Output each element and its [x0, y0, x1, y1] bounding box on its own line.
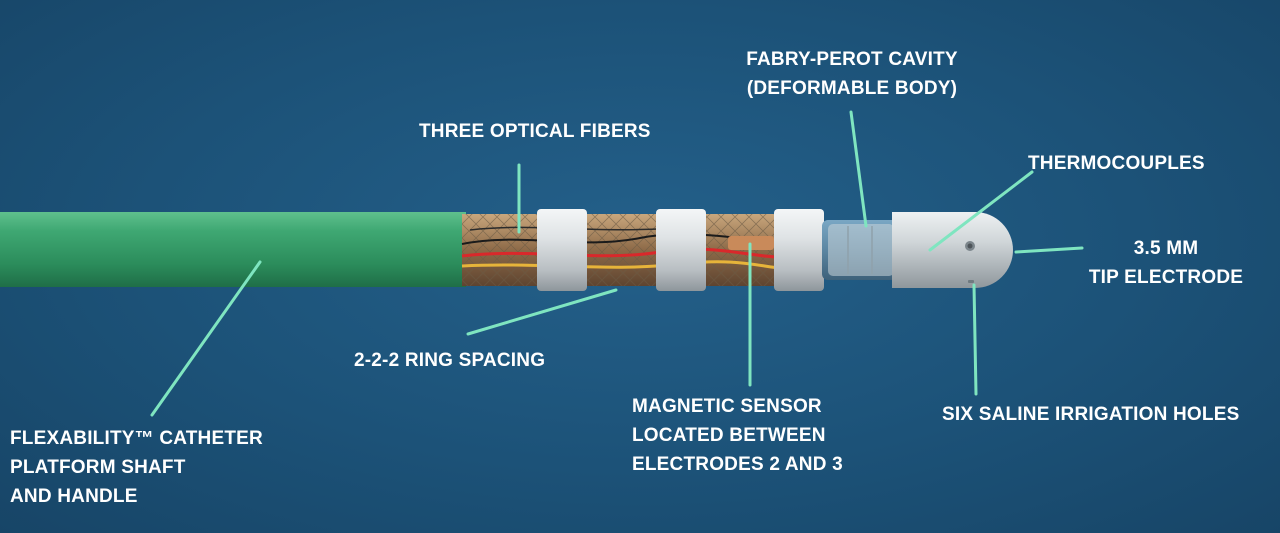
leader-thermocouples: [928, 170, 1034, 252]
shaft: [0, 212, 466, 287]
leader-tip-electrode: [1014, 246, 1084, 254]
leader-ring-spacing: [466, 288, 618, 336]
braided-section: [461, 214, 822, 286]
label-fabry-perot: FABRY-PEROT CAVITY (DEFORMABLE BODY): [746, 49, 958, 99]
label-tip-electrode: 3.5 MM TIP ELECTRODE: [1088, 238, 1244, 288]
label-magnetic-sensor: MAGNETIC SENSOR LOCATED BETWEEN ELECTROD…: [632, 396, 843, 475]
ring-electrode-3: [774, 209, 824, 291]
leader-fabry-perot: [849, 110, 868, 228]
ring-electrode-2: [656, 209, 706, 291]
label-shaft: FLEXABILITY™ CATHETER PLATFORM SHAFT AND…: [10, 428, 263, 507]
label-ring-spacing: 2-2-2 RING SPACING: [354, 350, 546, 371]
label-thermocouples: THERMOCOUPLES: [1028, 153, 1205, 174]
label-irrigation-holes: SIX SALINE IRRIGATION HOLES: [942, 404, 1240, 425]
leader-shaft: [150, 260, 262, 417]
leader-irrigation-holes: [972, 283, 978, 396]
label-optical-fibers: THREE OPTICAL FIBERS: [419, 121, 651, 142]
fabry-perot-sleeve: [822, 220, 900, 280]
tip-electrode: [892, 212, 1013, 288]
ring-electrode-1: [537, 209, 587, 291]
